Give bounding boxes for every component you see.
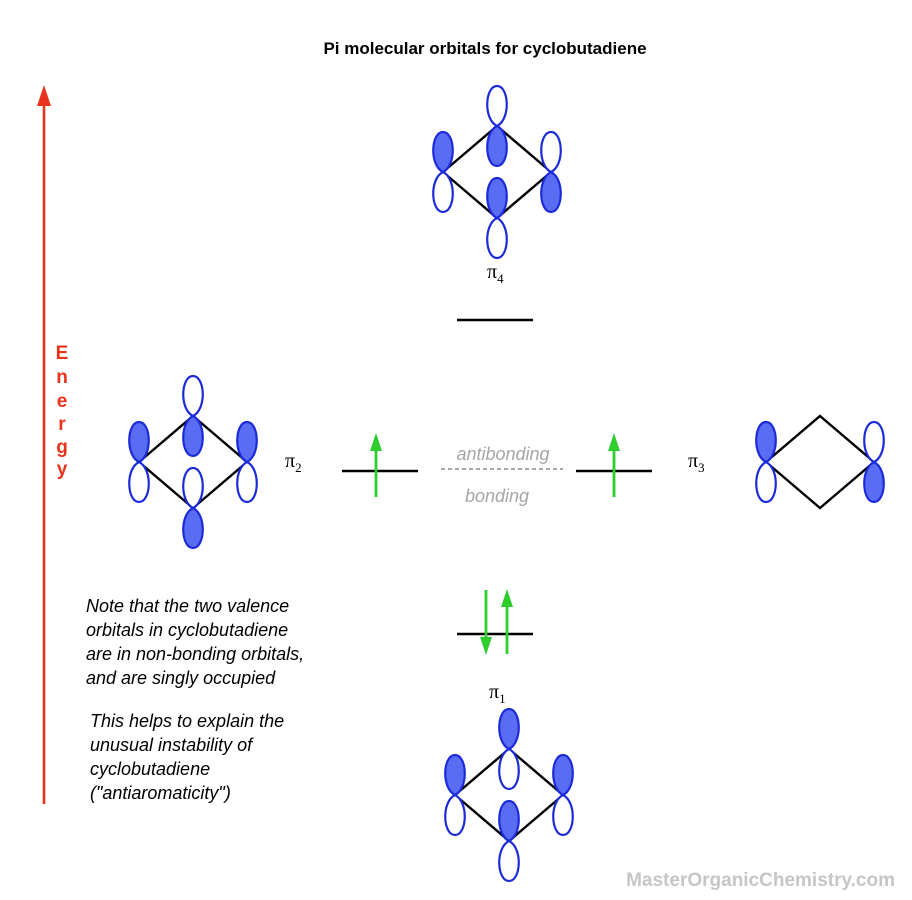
note-instability: This helps to explain the unusual instab… [90, 711, 289, 803]
pi3-molecule [755, 414, 885, 510]
energy-letter: g [56, 437, 68, 458]
pi2-molecule [128, 374, 258, 550]
pi3-label: π3 [688, 450, 705, 475]
pi2-electron-spin-up [370, 433, 382, 497]
pi3-electron-spin-up [608, 433, 620, 497]
energy-axis-label: E n e r g y [56, 343, 69, 480]
energy-letter: r [58, 414, 66, 435]
energy-letter: y [57, 459, 68, 480]
pi1-molecule [444, 707, 574, 883]
energy-letter: n [56, 367, 68, 388]
pi1-label: π1 [489, 681, 506, 706]
antibonding-label: antibonding [456, 444, 549, 464]
bonding-label: bonding [465, 486, 529, 506]
pi1-electron-spin-up [501, 589, 513, 654]
pi2-label: π2 [285, 450, 302, 475]
pi4-label: π4 [487, 261, 504, 286]
energy-axis-arrow [37, 85, 51, 804]
energy-letter: E [56, 343, 69, 364]
note-valence-orbitals: Note that the two valence orbitals in cy… [86, 596, 309, 688]
watermark: MasterOrganicChemistry.com [626, 870, 895, 891]
diagram-title: Pi molecular orbitals for cyclobutadiene [323, 39, 646, 58]
pi1-electron-spin-down [480, 590, 492, 655]
energy-letter: e [57, 391, 68, 412]
pi4-molecule [432, 84, 562, 260]
